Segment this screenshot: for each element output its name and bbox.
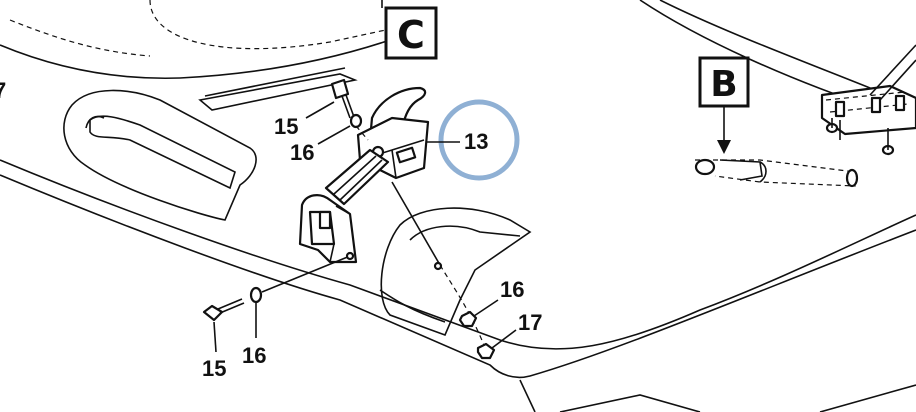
latch-cable-dashed <box>439 264 487 351</box>
right-bottom-line <box>819 384 916 412</box>
bottom-washer <box>249 286 263 304</box>
top-edge-right <box>659 0 916 111</box>
latch-arm-ridges <box>333 155 383 201</box>
detail-b-pointer-arrow <box>717 140 731 154</box>
bottom-bolt-axis <box>261 255 351 293</box>
callout-locknut-right: 17 <box>518 310 542 335</box>
latch-cable <box>391 181 441 266</box>
right-locknut <box>476 342 496 360</box>
front-edge <box>0 159 916 350</box>
right-cavity-outer <box>380 207 532 337</box>
leader-washer-top <box>317 125 351 145</box>
center-rib <box>198 73 358 111</box>
center-rib-edge <box>204 67 346 97</box>
callout-bolt-bottom: 15 <box>202 356 226 381</box>
bottom-bolt <box>202 298 245 322</box>
callout-washer-top: 16 <box>290 140 314 165</box>
lower-catch-slot <box>318 210 332 230</box>
highlight-ring <box>438 99 520 181</box>
detail-b-bracket <box>820 84 916 156</box>
callout-latch: 13 <box>464 129 488 154</box>
detail-box-c-label: C <box>397 13 425 57</box>
bottom-fold-right <box>559 394 701 412</box>
bottom-bolt-hole <box>345 251 355 261</box>
latch-assembly <box>298 86 430 264</box>
left-handle-bar <box>89 115 236 190</box>
right-cavity-inner <box>409 225 521 241</box>
callout-left-edge: 7 <box>0 78 6 103</box>
rear-dashed-contour <box>149 0 396 50</box>
front-lip <box>0 174 916 379</box>
leader-locknut-right <box>491 329 517 349</box>
callout-washer-bottom: 16 <box>242 343 266 368</box>
left-handle-slot <box>85 115 105 129</box>
callout-nut-right: 16 <box>500 277 524 302</box>
detail-box-b-label: B <box>710 64 737 105</box>
top-washer <box>349 113 363 129</box>
detail-b-strut <box>694 158 859 188</box>
detail-b-leader-2 <box>879 59 916 101</box>
lower-catch-side <box>329 205 351 263</box>
detail-box-b: B <box>698 56 750 108</box>
latch-slot <box>395 146 417 164</box>
detail-b-leader <box>869 44 916 96</box>
right-nut <box>458 310 478 328</box>
cable-hole <box>433 261 443 271</box>
bottom-fold <box>519 379 536 412</box>
leader-bolt-bottom <box>213 321 217 353</box>
detail-box-c: C <box>384 6 438 60</box>
right-cavity-floor <box>379 289 446 323</box>
rear-edge <box>0 39 391 80</box>
leader-bolt-top <box>305 101 335 119</box>
top-bolt-axis <box>355 125 369 141</box>
left-cavity-outer <box>63 89 257 221</box>
top-bolt <box>330 78 355 119</box>
rear-dashed-contour-2 <box>9 19 151 57</box>
leader-nut-right <box>473 299 499 317</box>
latch-arm <box>324 148 390 206</box>
callout-bolt-top: 15 <box>274 114 298 139</box>
